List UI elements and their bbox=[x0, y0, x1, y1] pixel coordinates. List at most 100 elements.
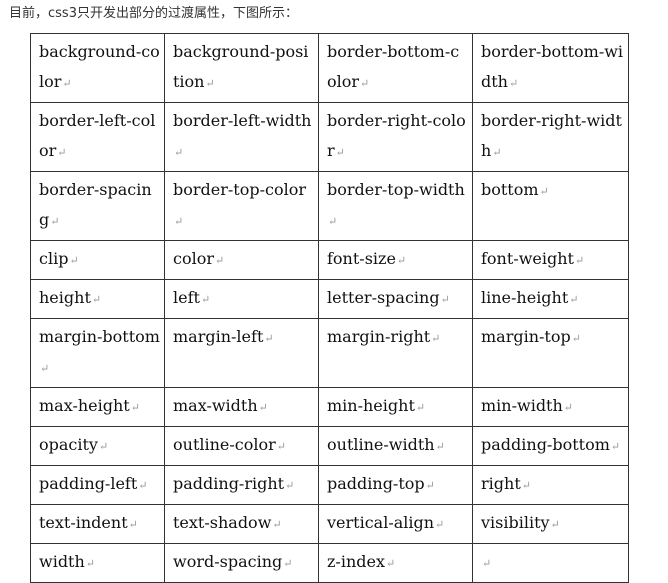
property-name: min-height bbox=[327, 396, 415, 415]
intro-text: 目前，css3只开发出部分的过渡属性，下图所示： bbox=[9, 6, 298, 21]
paragraph-mark-icon: ↵ bbox=[435, 518, 445, 531]
paragraph-mark-icon: ↵ bbox=[57, 146, 67, 159]
paragraph-mark-icon: ↵ bbox=[508, 77, 519, 90]
table-cell: border-right-width↵ bbox=[472, 102, 629, 172]
table-cell: opacity↵ bbox=[30, 426, 165, 466]
paragraph-mark-icon: ↵ bbox=[283, 557, 293, 570]
paragraph-mark-icon: ↵ bbox=[328, 215, 338, 228]
paragraph-mark-icon: ↵ bbox=[360, 77, 370, 90]
table-cell: min-width↵ bbox=[472, 387, 629, 427]
paragraph-mark-icon: ↵ bbox=[258, 401, 268, 414]
table-cell: margin-left↵ bbox=[164, 318, 319, 388]
table-cell: line-height↵ bbox=[472, 279, 629, 319]
paragraph-mark-icon: ↵ bbox=[272, 518, 282, 531]
table-cell: border-top-color ↵ bbox=[164, 171, 319, 241]
table-cell: margin-right↵ bbox=[318, 318, 473, 388]
paragraph-mark-icon: ↵ bbox=[435, 440, 445, 453]
table-cell: padding-right↵ bbox=[164, 465, 319, 505]
paragraph-mark-icon: ↵ bbox=[174, 215, 184, 228]
paragraph-mark-icon: ↵ bbox=[50, 215, 60, 228]
paragraph-mark-icon: ↵ bbox=[569, 293, 579, 306]
table-body: background-color↵background-position↵bor… bbox=[30, 33, 629, 583]
property-name: margin-right bbox=[327, 327, 431, 346]
property-name: color bbox=[173, 249, 214, 268]
paragraph-mark-icon: ↵ bbox=[62, 77, 72, 90]
table-cell: border-right-color↵ bbox=[318, 102, 473, 172]
paragraph-mark-icon: ↵ bbox=[85, 557, 96, 570]
property-name: font-weight bbox=[481, 249, 574, 268]
table-cell: border-bottom-color↵ bbox=[318, 33, 473, 103]
property-name: margin-bottom bbox=[39, 327, 160, 346]
property-name: border-bottom-width bbox=[481, 42, 624, 91]
table-cell: z-index↵ bbox=[318, 543, 473, 583]
paragraph-mark-icon: ↵ bbox=[138, 479, 148, 492]
property-name: height bbox=[39, 288, 91, 307]
property-name: outline-width bbox=[327, 435, 435, 454]
property-name: border-bottom-color bbox=[327, 42, 460, 91]
table-row: padding-left↵padding-right↵padding-top↵r… bbox=[30, 465, 629, 505]
paragraph-mark-icon: ↵ bbox=[205, 77, 215, 90]
table-cell: background-position↵ bbox=[164, 33, 319, 103]
property-name: word-spacing bbox=[173, 552, 283, 571]
table-cell: text-shadow↵ bbox=[164, 504, 319, 544]
property-name: border-right-color bbox=[327, 111, 466, 160]
property-name: padding-right bbox=[173, 474, 285, 493]
property-name: outline-color bbox=[173, 435, 276, 454]
paragraph-mark-icon: ↵ bbox=[200, 293, 211, 306]
table-row: margin-bottom↵margin-left↵margin-right↵m… bbox=[30, 318, 629, 388]
table-row: max-height↵max-width↵min-height↵min-widt… bbox=[30, 387, 629, 427]
property-name: background-color bbox=[39, 42, 160, 91]
paragraph-mark-icon: ↵ bbox=[521, 479, 531, 492]
paragraph-mark-icon: ↵ bbox=[431, 332, 441, 345]
paragraph-mark-icon: ↵ bbox=[415, 401, 426, 414]
paragraph-mark-icon: ↵ bbox=[335, 146, 345, 159]
table-cell: word-spacing↵ bbox=[164, 543, 319, 583]
property-name: letter-spacing bbox=[327, 288, 440, 307]
property-name: border-top-color bbox=[173, 180, 306, 199]
table-cell: vertical-align↵ bbox=[318, 504, 473, 544]
property-name: margin-left bbox=[173, 327, 264, 346]
property-name: max-height bbox=[39, 396, 130, 415]
table-cell: font-size↵ bbox=[318, 240, 473, 280]
paragraph-mark-icon: ↵ bbox=[539, 185, 549, 198]
property-name: border-right-width bbox=[481, 111, 622, 160]
table-row: background-color↵background-position↵bor… bbox=[30, 33, 629, 103]
table-cell: width↵ bbox=[30, 543, 165, 583]
table-cell: font-weight↵ bbox=[472, 240, 629, 280]
paragraph-mark-icon: ↵ bbox=[130, 401, 140, 414]
property-name: padding-bottom bbox=[481, 435, 610, 454]
table-cell: border-bottom-width↵ bbox=[472, 33, 629, 103]
property-name: line-height bbox=[481, 288, 569, 307]
property-name: font-size bbox=[327, 249, 396, 268]
property-name: border-left-width bbox=[173, 111, 312, 130]
table-cell: border-spacing↵ bbox=[30, 171, 165, 241]
table-cell: border-left-color↵ bbox=[30, 102, 165, 172]
table-row: border-spacing↵border-top-color↵border-t… bbox=[30, 171, 629, 241]
table-cell: padding-bottom↵ bbox=[472, 426, 629, 466]
paragraph-mark-icon: ↵ bbox=[264, 332, 274, 345]
table-cell: text-indent↵ bbox=[30, 504, 165, 544]
table-row: text-indent↵text-shadow↵vertical-align↵v… bbox=[30, 504, 629, 544]
table-cell: border-left-width ↵ bbox=[164, 102, 319, 172]
paragraph-mark-icon: ↵ bbox=[91, 293, 102, 306]
property-name: max-width bbox=[173, 396, 258, 415]
paragraph-mark-icon: ↵ bbox=[425, 479, 435, 492]
property-name: padding-top bbox=[327, 474, 425, 493]
property-name: bottom bbox=[481, 180, 539, 199]
property-name: text-indent bbox=[39, 513, 128, 532]
property-name: left bbox=[173, 288, 200, 307]
paragraph-mark-icon: ↵ bbox=[571, 332, 581, 345]
property-name: clip bbox=[39, 249, 69, 268]
paragraph-mark-icon: ↵ bbox=[174, 146, 184, 159]
table-cell: padding-top↵ bbox=[318, 465, 473, 505]
table-cell: clip↵ bbox=[30, 240, 165, 280]
paragraph-mark-icon: ↵ bbox=[396, 254, 407, 267]
table-row: height↵left↵letter-spacing↵line-height↵ bbox=[30, 279, 629, 319]
table-cell: letter-spacing↵ bbox=[318, 279, 473, 319]
table-cell: min-height↵ bbox=[318, 387, 473, 427]
property-name: min-width bbox=[481, 396, 563, 415]
table-cell: left↵ bbox=[164, 279, 319, 319]
table-row: width↵word-spacing↵z-index↵↵ bbox=[30, 543, 629, 583]
table-cell: padding-left↵ bbox=[30, 465, 165, 505]
property-name: border-top-width bbox=[327, 180, 465, 199]
